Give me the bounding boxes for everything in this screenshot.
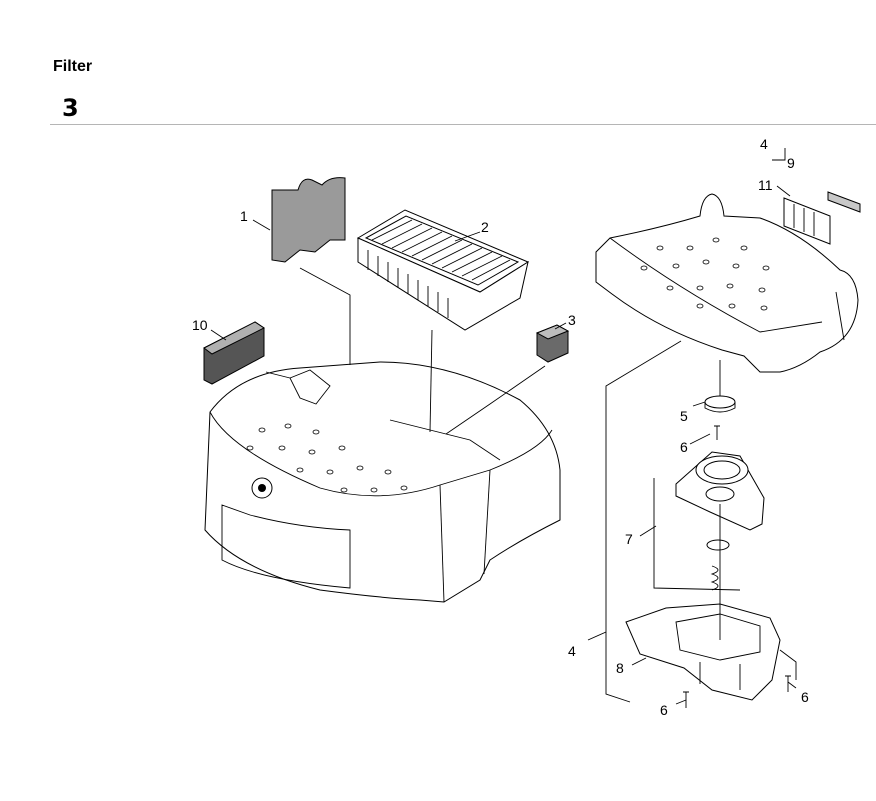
housing-upper-tray [595,193,859,373]
callout-5: 5 [680,408,688,424]
callout-8: 8 [616,660,624,676]
part-10-foam-pad [203,321,265,385]
page-title: Filter [53,58,93,75]
part-8-bottom-tray [625,603,781,701]
page-number: 3 [62,94,79,122]
part-11-bracket [783,197,831,245]
part-2-pleated-filter [356,209,530,331]
callout-11: 11 [758,177,773,193]
callout-7: 7 [625,531,633,547]
part-5-seal-disc [704,395,736,413]
callout-3: 3 [568,312,576,328]
part-9-clip [827,191,861,213]
part-7-valve-housing [675,451,765,591]
part-3-foam-block [535,324,570,363]
part-6-screw-lower-right [785,675,791,692]
header-divider [50,124,876,125]
housing-main [204,361,561,603]
leader-lines [210,148,797,705]
callout-9: 9 [787,155,795,171]
callout-4-upper: 4 [760,136,768,152]
callout-2: 2 [481,219,489,235]
callout-6-lower-left: 6 [660,702,668,718]
callout-6-lower-right: 6 [801,689,809,705]
callout-10: 10 [192,317,208,333]
part-6-screw-upper [714,425,720,440]
callout-4-lower: 4 [568,643,576,659]
part-1-filter-pad [271,177,346,263]
callout-6-upper: 6 [680,439,688,455]
callout-1: 1 [240,208,248,224]
